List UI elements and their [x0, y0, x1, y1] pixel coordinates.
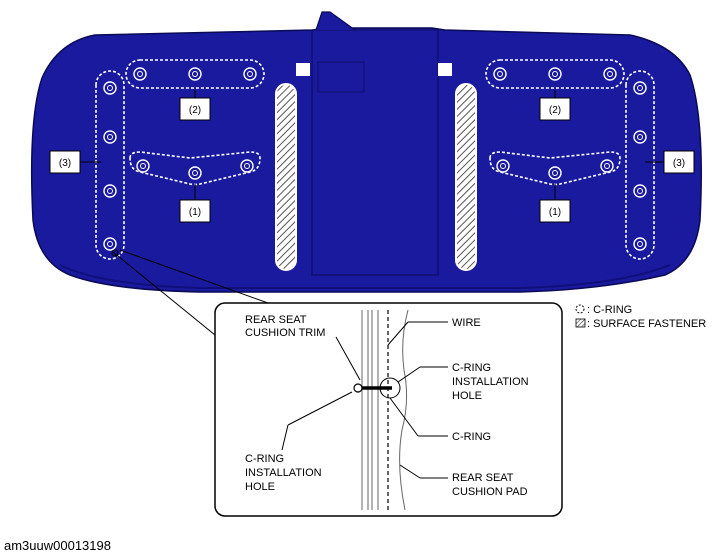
label-part-2-right: (2)	[539, 97, 571, 121]
c-ring-center	[500, 163, 506, 169]
c-ring-icon	[103, 130, 117, 144]
c-ring-group-2-right	[485, 59, 625, 89]
surface-fastener-legend-icon	[575, 318, 586, 328]
legend-c-ring: : C-RING	[587, 304, 632, 316]
c-ring-center	[637, 241, 643, 247]
c-ring-icon	[548, 67, 562, 81]
c-ring-center	[137, 71, 143, 77]
label-wire: WIRE	[452, 317, 481, 329]
label-part-1-left: (1)	[179, 199, 211, 223]
c-ring-center	[607, 71, 613, 77]
c-ring-icon	[188, 67, 202, 81]
c-ring-legend-icon	[575, 304, 585, 314]
c-ring-center	[107, 241, 113, 247]
label-trim-line1: REAR SEAT	[245, 314, 307, 326]
c-ring-center	[192, 71, 198, 77]
label-part-1-right: (1)	[539, 199, 571, 223]
label-part-3-left: (3)	[49, 150, 81, 174]
svg-text:(3): (3)	[59, 158, 71, 169]
c-ring-groups	[95, 59, 655, 260]
c-ring-icon	[243, 67, 257, 81]
label-hole-right-line1: C-RING	[452, 362, 491, 374]
label-hole-left-line3: HOLE	[245, 481, 275, 493]
c-ring-icon	[496, 159, 510, 173]
c-ring-center	[107, 188, 113, 194]
c-ring-center	[604, 163, 610, 169]
surface-fastener-strip-right	[455, 83, 477, 271]
figure-caption: am3uuw00013198	[4, 538, 111, 553]
c-ring-icon	[493, 67, 507, 81]
c-ring-center	[140, 163, 146, 169]
c-ring-group-1-right	[489, 151, 621, 186]
svg-text:(2): (2)	[189, 105, 201, 116]
c-ring-icon	[633, 130, 647, 144]
c-ring-center	[552, 170, 558, 176]
label-c-ring: C-RING	[452, 431, 491, 443]
c-ring-center	[247, 71, 253, 77]
c-ring-icon	[603, 67, 617, 81]
svg-text:(1): (1)	[189, 207, 201, 218]
c-ring-icon	[103, 237, 117, 251]
c-ring-center	[244, 163, 250, 169]
label-pad-line2: CUSHION PAD	[452, 486, 528, 498]
label-hole-right-line3: HOLE	[452, 390, 482, 402]
c-ring-icon	[633, 184, 647, 198]
detail-view: REAR SEAT CUSHION TRIM WIRE C-RING INSTA…	[214, 302, 563, 517]
legend-surface-fastener: : SURFACE FASTENER	[587, 318, 706, 330]
c-ring-center	[637, 188, 643, 194]
label-hole-left-line2: INSTALLATION	[245, 467, 322, 479]
c-ring-center	[637, 85, 643, 91]
zoom-lines	[111, 249, 269, 336]
installation-hole-left	[353, 383, 363, 393]
label-part-3-right: (3)	[663, 150, 695, 174]
label-pad-line1: REAR SEAT	[452, 472, 514, 484]
legend: : C-RING : SURFACE FASTENER	[575, 304, 706, 330]
c-ring-group-3-left	[95, 70, 125, 260]
label-trim-line2: CUSHION TRIM	[245, 327, 325, 339]
surface-fastener-strip-left	[275, 83, 297, 271]
c-ring-icon	[633, 81, 647, 95]
rear-seat-cushion	[30, 11, 702, 293]
label-hole-right-line2: INSTALLATION	[452, 376, 529, 388]
c-ring-group-2-left	[125, 59, 265, 89]
c-ring-icon	[103, 184, 117, 198]
label-hole-left-line1: C-RING	[245, 453, 284, 465]
svg-text:(3): (3)	[673, 158, 685, 169]
c-ring-icon	[188, 166, 202, 180]
svg-text:(1): (1)	[549, 207, 561, 218]
label-part-2-left: (2)	[179, 97, 211, 121]
c-ring-icon	[103, 81, 117, 95]
c-ring-icon	[136, 159, 150, 173]
c-ring-icon	[240, 159, 254, 173]
c-ring-center	[637, 134, 643, 140]
c-ring-center	[552, 71, 558, 77]
c-ring-center	[107, 85, 113, 91]
c-ring-icon	[600, 159, 614, 173]
c-ring-group-3-right	[625, 70, 655, 260]
c-ring-icon	[548, 166, 562, 180]
c-ring-center	[107, 134, 113, 140]
c-ring-icon	[633, 237, 647, 251]
slot-left	[296, 63, 310, 76]
slot-right	[438, 63, 452, 76]
c-ring-center	[192, 170, 198, 176]
c-ring-center	[497, 71, 503, 77]
svg-text:(2): (2)	[549, 105, 561, 116]
c-ring-group-1-left	[129, 151, 261, 186]
c-ring-icon	[133, 67, 147, 81]
